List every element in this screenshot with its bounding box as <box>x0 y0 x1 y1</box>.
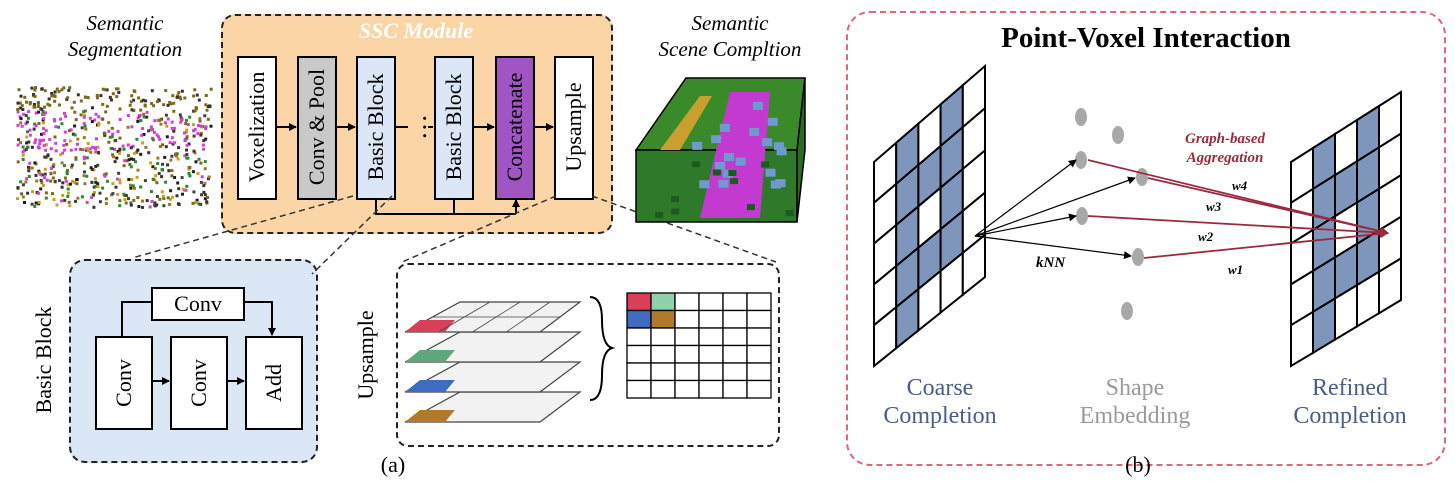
point-voxel-title: Point-Voxel Interaction <box>1001 22 1291 54</box>
caption-a: (a) <box>380 452 406 477</box>
refined-label-line1: Refined <box>1312 375 1388 401</box>
basic-block-conv-top-label: Conv <box>174 291 222 316</box>
weight-w3: w3 <box>1206 199 1222 214</box>
basic-block-arrows <box>121 301 276 385</box>
refined-label-line2: Completion <box>1293 403 1407 429</box>
aggregation-label-line1: Graph-based <box>1184 131 1265 147</box>
basic-block-conv-1 <box>95 336 153 430</box>
refined-completion-label: Refined Completion <box>1260 374 1440 430</box>
scene-completion-title-line1: Semantic <box>691 11 769 35</box>
point-voxel-panel <box>846 11 1446 466</box>
basic-block-conv-top: Conv <box>151 287 245 321</box>
caption-b: (b) <box>1125 452 1151 477</box>
coarse-label-line1: Coarse <box>906 375 974 401</box>
shape-label-line1: Shape <box>1105 375 1165 401</box>
weight-w1: w1 <box>1228 262 1244 277</box>
upsample-layers <box>404 296 616 423</box>
coarse-completion-label: Coarse Completion <box>850 374 1030 430</box>
knn-arrows <box>974 159 1136 260</box>
voxelization-block <box>237 56 277 200</box>
scene-completion-image <box>634 77 806 223</box>
scene-completion-title-line2: Scene Compltion <box>658 37 802 61</box>
coarse-completion-grid <box>873 63 986 369</box>
aggregation-label: Graph-based Aggregation <box>1140 130 1310 168</box>
weight-w4: w4 <box>1232 178 1248 193</box>
coarse-label-line2: Completion <box>883 403 997 429</box>
zoom-dashed-lines <box>131 195 777 275</box>
upsample-output-grid <box>626 292 772 399</box>
basic-block-conv-2 <box>170 336 228 430</box>
shape-embedding-points <box>1075 108 1148 320</box>
semantic-segmentation-title-line1: Semantic <box>86 11 164 35</box>
knn-label: kNN <box>1036 255 1066 271</box>
weight-w2: w2 <box>1198 229 1214 244</box>
upsample-block <box>554 56 594 200</box>
shape-embedding-label: Shape Embedding <box>1055 374 1215 430</box>
semantic-segmentation-title-line2: Segmentation <box>67 37 183 61</box>
skip-connection-arrows <box>375 198 520 215</box>
aggregation-arrows <box>1087 159 1389 259</box>
aggregation-label-line2: Aggregation <box>1186 150 1264 166</box>
semantic-segmentation-title: Semantic Segmentation <box>40 10 210 62</box>
shape-label-line2: Embedding <box>1079 403 1191 429</box>
scene-completion-title: Semantic Scene Compltion <box>615 10 845 62</box>
ssc-module-title: SSC Module <box>358 18 474 43</box>
basic-block-add <box>245 336 303 430</box>
